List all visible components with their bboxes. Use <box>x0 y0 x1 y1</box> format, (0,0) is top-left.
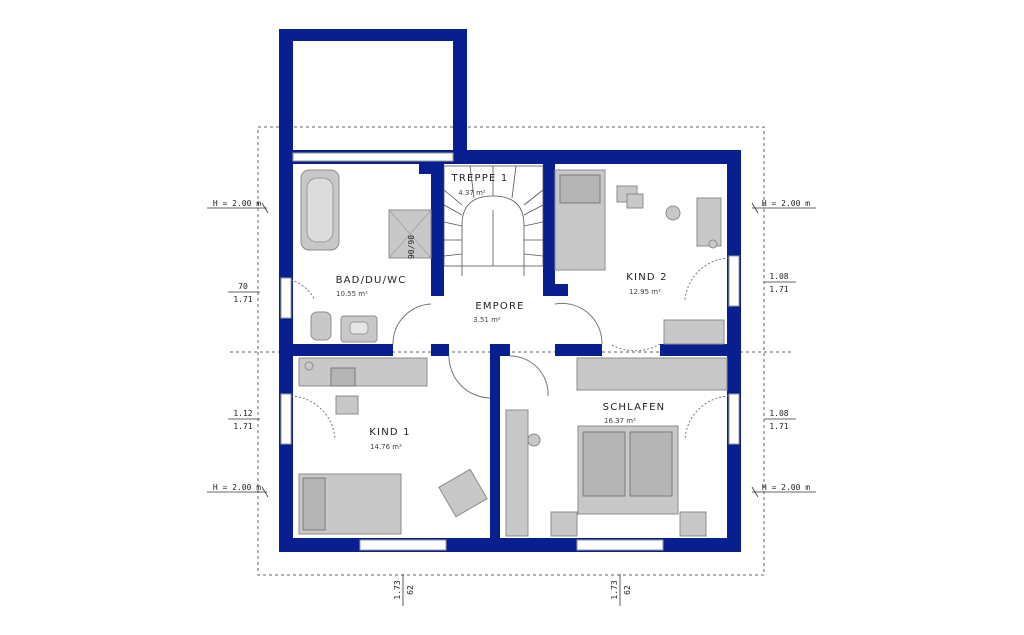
room-area-schlafen: 16.37 m² <box>604 417 636 425</box>
dimension-right-window-1: 1.08 1.71 <box>764 272 796 294</box>
dimension-right-h-bottom: H = 2.00 m <box>751 483 816 498</box>
interior-walls <box>293 164 727 538</box>
dim-bottom-win2-bottom: 62 <box>623 585 632 595</box>
room-area-empore: 3.51 m² <box>473 316 501 324</box>
room-name-bad: BAD/DU/WC <box>336 275 407 286</box>
staircase <box>443 165 544 276</box>
dimension-right-window-2: 1.08 1.71 <box>764 409 796 431</box>
toilet <box>310 311 332 341</box>
dim-bottom-win1-top: 1.73 <box>393 580 402 599</box>
bathroom-fixtures <box>300 169 432 343</box>
dimension-right-h-top: H = 2.00 m <box>751 199 816 214</box>
kind1-furniture <box>298 357 488 535</box>
schlafen-furniture <box>505 357 728 537</box>
shower-size-label: 90/90 <box>407 235 416 259</box>
chair-kind1 <box>335 395 359 415</box>
room-name-kind2: KIND 2 <box>626 272 667 283</box>
dim-bottom-win2-top: 1.73 <box>610 580 619 599</box>
balcony-walls <box>279 29 467 161</box>
dimension-bottom-window-1: 1.73 62 <box>393 574 415 606</box>
wardrobe-kind1 <box>298 357 428 387</box>
dimension-left-h-bottom: H = 2.00 m <box>207 483 269 498</box>
dim-right-h-top-text: H = 2.00 m <box>762 199 810 208</box>
dresser-schlafen <box>505 409 529 537</box>
dimension-left-window-2: 1.12 1.71 <box>228 409 260 431</box>
dim-left-h-bottom-text: H = 2.00 m <box>213 483 261 492</box>
dimension-left-h-top: H = 2.00 m <box>207 199 269 214</box>
desk-kind2 <box>696 197 722 247</box>
dim-right-win1-top: 1.08 <box>769 272 788 281</box>
kind2-furniture <box>554 169 725 345</box>
dim-right-win2-top: 1.08 <box>769 409 788 418</box>
room-area-kind2: 12.95 m² <box>629 288 661 296</box>
dim-right-win2-bottom: 1.71 <box>769 422 788 431</box>
dim-right-h-bottom-text: H = 2.00 m <box>762 483 810 492</box>
dimension-bottom-window-2: 1.73 62 <box>610 574 632 606</box>
dim-bottom-win1-bottom: 62 <box>406 585 415 595</box>
room-area-treppe: 4.37 m² <box>458 189 486 197</box>
dimension-left-window-1: 70 1.71 <box>228 282 260 304</box>
room-name-kind1: KIND 1 <box>369 427 410 438</box>
room-area-bad: 10.55 m² <box>336 290 368 298</box>
room-name-treppe: TREPPE 1 <box>451 173 509 184</box>
wardrobe-kind2 <box>663 319 725 345</box>
room-area-kind1: 14.76 m² <box>370 443 402 451</box>
room-name-schlafen: SCHLAFEN <box>603 402 666 413</box>
armchair-kind1 <box>438 468 488 518</box>
dim-left-win2-bottom: 1.71 <box>233 422 252 431</box>
dim-left-win1-top: 70 <box>238 282 248 291</box>
room-name-empore: EMPORE <box>475 301 524 312</box>
roof-outline <box>257 126 765 576</box>
windows <box>280 152 740 551</box>
dim-right-win1-bottom: 1.71 <box>769 285 788 294</box>
doors <box>290 257 730 441</box>
wardrobe-schlafen <box>576 357 728 391</box>
dim-left-win1-bottom: 1.71 <box>233 295 252 304</box>
dim-left-win2-top: 1.12 <box>233 409 252 418</box>
dim-left-h-top-text: H = 2.00 m <box>213 199 261 208</box>
